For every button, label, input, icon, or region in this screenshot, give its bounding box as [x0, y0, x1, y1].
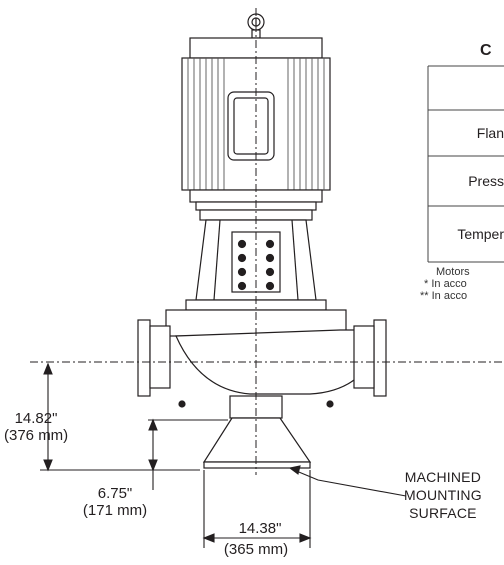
table-title: C [480, 42, 492, 59]
note-motors: Motors [436, 266, 470, 278]
dimension-14-82-in: 14.82" [14, 410, 58, 427]
table-row-pressure: Press [468, 173, 504, 189]
dimension-6-75-in: 6.75" [97, 485, 133, 502]
table-row-flange: Flan [476, 125, 504, 141]
pedestal [202, 395, 312, 469]
table-frame [427, 65, 504, 263]
table-row-temperature: Temper [457, 226, 504, 242]
dimension-14-38-in: 14.38" [238, 520, 282, 537]
dimension-14-82-mm: (376 mm) [4, 427, 69, 444]
dimension-6-75-mm: (171 mm) [82, 502, 148, 519]
dimension-14-82: 14.82" (376 mm) [4, 410, 68, 444]
pump-casing [137, 309, 387, 408]
callout-machined-mounting-surface: MACHINED MOUNTING SURFACE [404, 468, 482, 522]
lifting-eye [247, 13, 265, 39]
callout-line-3: SURFACE [409, 505, 477, 521]
note-footnote-2: ** In acco [420, 290, 468, 302]
dimension-lines [40, 362, 407, 548]
dimension-6-75: 6.75" (171 mm) [70, 485, 160, 519]
note-footnote-1: * In acco [424, 278, 467, 290]
callout-line-1: MACHINED [404, 469, 482, 485]
bracket [185, 209, 327, 311]
dimension-14-38-mm: (365 mm) [223, 541, 289, 558]
callout-line-2: MOUNTING [404, 487, 482, 503]
